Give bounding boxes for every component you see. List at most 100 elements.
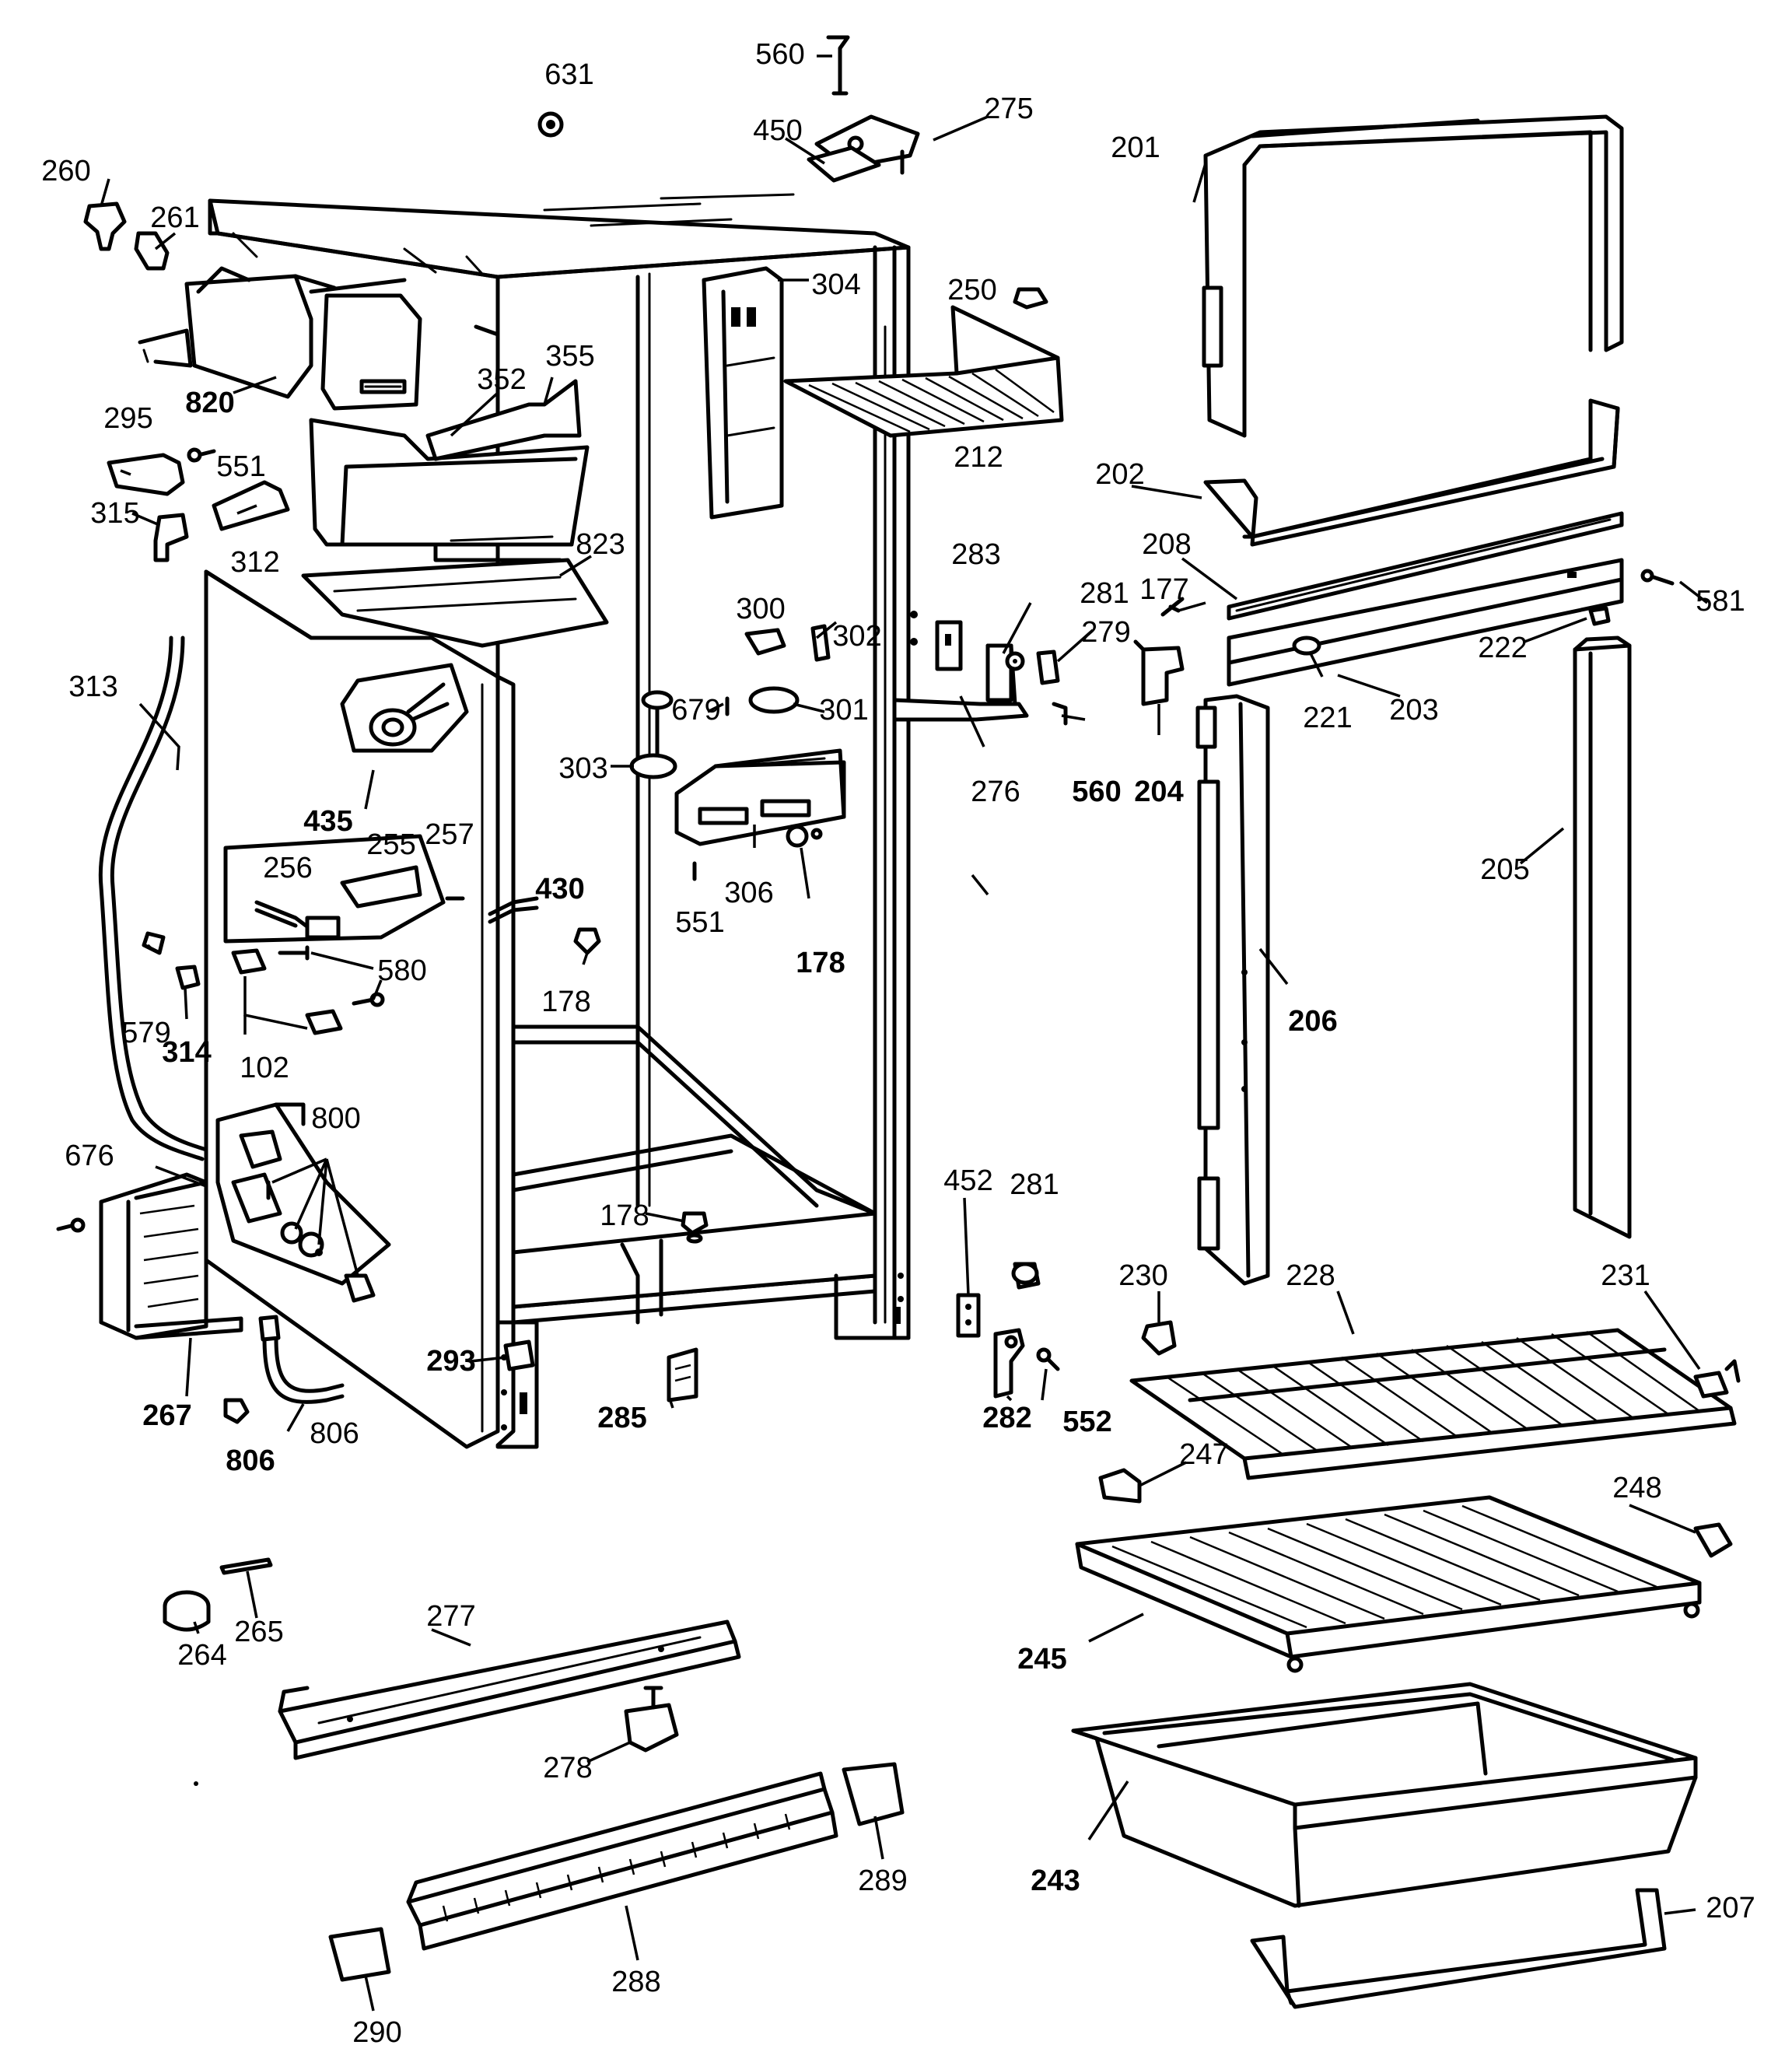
label-288: 288	[611, 1966, 660, 1998]
label-260: 260	[41, 155, 90, 187]
label-279: 279	[1081, 616, 1130, 649]
label-300: 300	[736, 593, 785, 625]
label-303: 303	[558, 752, 607, 785]
label-806: 806	[310, 1417, 359, 1450]
parts-289-290	[328, 1762, 905, 1982]
label-283: 283	[951, 538, 1000, 571]
leader-lines	[100, 163, 1709, 2012]
label-581: 581	[1696, 585, 1745, 618]
label-450: 450	[753, 114, 802, 147]
label-290: 290	[352, 2016, 401, 2049]
label-248: 248	[1612, 1472, 1661, 1504]
label-222: 222	[1478, 632, 1527, 664]
label-430: 430	[535, 873, 584, 905]
water-tube-313	[98, 636, 208, 1161]
label-580: 580	[377, 954, 426, 987]
label-178-c: 178	[600, 1199, 649, 1232]
label-277: 277	[426, 1600, 475, 1633]
label-265: 265	[234, 1616, 283, 1648]
label-560: 560	[755, 38, 804, 71]
part-278	[624, 1686, 679, 1753]
label-261: 261	[150, 201, 199, 234]
label-243: 243	[1031, 1865, 1080, 1897]
parts-264-265	[163, 1557, 273, 1632]
label-267: 267	[142, 1399, 191, 1432]
label-231: 231	[1601, 1259, 1650, 1292]
label-304: 304	[811, 268, 860, 301]
label-306: 306	[724, 877, 773, 909]
icemaker-assembly	[138, 266, 609, 648]
label-355: 355	[545, 340, 594, 373]
part-285	[667, 1347, 698, 1402]
label-257: 257	[425, 818, 474, 851]
bottom-hinge-assembly	[956, 1262, 1060, 1399]
label-560-b: 560	[1072, 776, 1121, 808]
label-315: 315	[90, 497, 139, 530]
label-281: 281	[1080, 577, 1129, 610]
label-313: 313	[68, 671, 117, 703]
slide-277	[278, 1620, 741, 1760]
label-302: 302	[832, 620, 881, 653]
crisper-pan-243	[1071, 1682, 1698, 1908]
label-212: 212	[954, 441, 1003, 474]
label-278: 278	[543, 1752, 592, 1784]
wire-shelf-212	[783, 287, 1064, 438]
label-823: 823	[576, 528, 625, 561]
label-230: 230	[1118, 1259, 1167, 1292]
label-256: 256	[263, 852, 312, 884]
label-276: 276	[971, 776, 1020, 808]
label-295: 295	[103, 402, 152, 435]
label-579: 579	[121, 1017, 170, 1049]
label-250: 250	[947, 274, 996, 306]
label-800: 800	[311, 1102, 360, 1135]
top-hinge-assembly	[785, 35, 989, 183]
parts-579-314	[142, 931, 201, 990]
label-281-b: 281	[1010, 1168, 1059, 1201]
label-245: 245	[1017, 1643, 1066, 1676]
label-178-b: 178	[541, 986, 590, 1018]
door-rail-203	[1227, 558, 1675, 687]
freezer-door-201	[1202, 114, 1624, 621]
door-206	[1195, 694, 1270, 1286]
label-228: 228	[1286, 1259, 1335, 1292]
label-820: 820	[185, 387, 234, 419]
part-number-labels: 631 560 450 275 201 260 261 304 250 355 …	[41, 38, 1755, 2049]
label-293: 293	[426, 1345, 475, 1378]
label-208: 208	[1142, 528, 1191, 561]
label-551: 551	[216, 450, 265, 483]
label-201: 201	[1111, 131, 1160, 164]
label-221: 221	[1303, 702, 1352, 734]
cover-267	[56, 1172, 243, 1340]
label-264: 264	[177, 1639, 226, 1672]
label-679: 679	[671, 694, 720, 727]
part-631	[537, 111, 564, 138]
water-valve-inset-800	[215, 1102, 391, 1303]
air-duct-304	[702, 266, 809, 520]
label-202: 202	[1095, 458, 1144, 491]
label-203: 203	[1389, 694, 1438, 727]
parts-430-178	[488, 896, 709, 1244]
label-255: 255	[366, 828, 415, 861]
door-205	[1573, 636, 1632, 1239]
label-806-b: 806	[226, 1444, 275, 1477]
label-552: 552	[1062, 1406, 1111, 1438]
grille-288	[406, 1771, 838, 1951]
label-177: 177	[1139, 573, 1188, 606]
label-289: 289	[858, 1865, 907, 1897]
label-204: 204	[1134, 776, 1183, 808]
light-socket-inset	[340, 663, 469, 810]
shelf-245	[1075, 1468, 1733, 1673]
label-178: 178	[796, 947, 845, 979]
label-282: 282	[982, 1402, 1031, 1434]
center-hinge-assembly	[892, 597, 1185, 726]
switch-panel-inset	[223, 834, 465, 944]
rail-207	[1250, 1888, 1667, 2009]
label-207: 207	[1706, 1892, 1755, 1924]
wire-shelf-228	[1129, 1320, 1741, 1480]
parts-260-261	[83, 201, 170, 271]
label-312: 312	[230, 546, 279, 579]
label-301: 301	[819, 694, 868, 727]
label-551-b: 551	[675, 906, 724, 939]
label-205: 205	[1480, 853, 1529, 886]
label-676: 676	[65, 1140, 114, 1172]
